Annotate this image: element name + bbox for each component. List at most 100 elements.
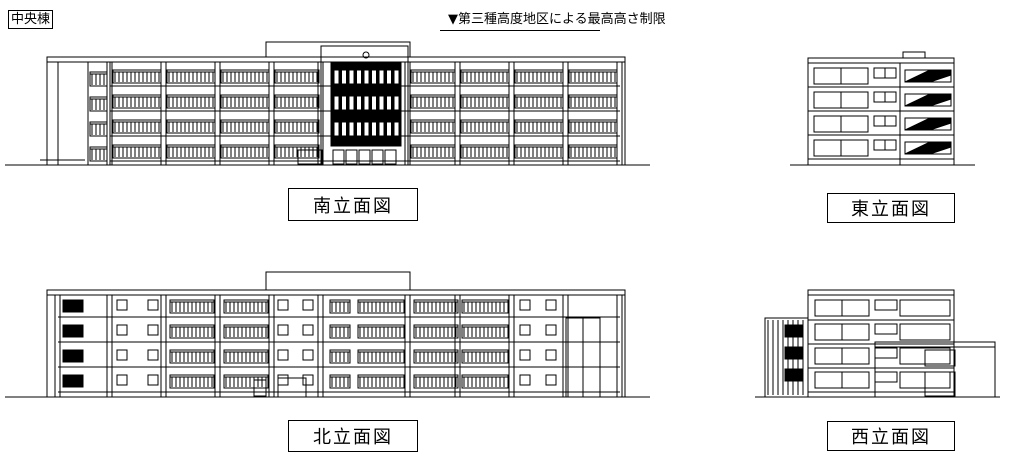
south-column	[562, 61, 569, 166]
south-window-band	[410, 94, 456, 109]
north-window-band	[413, 299, 459, 314]
north-window-band	[357, 324, 405, 339]
south-column	[508, 61, 515, 166]
south-window-band	[410, 144, 456, 159]
north-window-band	[329, 324, 351, 339]
rooftop-penthouse	[265, 41, 411, 58]
south-window-band	[460, 94, 510, 109]
entrance-door	[345, 149, 358, 165]
south-window-band	[460, 119, 510, 134]
south-window-band	[274, 119, 320, 134]
annex-window	[924, 349, 956, 367]
west-small-window	[874, 299, 898, 311]
north-window-band	[461, 374, 509, 389]
north-window-band	[169, 349, 215, 364]
tower-glass-pane	[393, 95, 400, 111]
tower-glass-pane	[341, 121, 347, 137]
south-window-band	[274, 69, 320, 84]
north-small-window	[277, 299, 289, 311]
north-small-window	[116, 374, 128, 386]
tower-glass-pane	[386, 69, 392, 85]
north-small-window	[277, 374, 289, 386]
east-elevation-drawing	[790, 51, 975, 166]
tower-glass-pane	[348, 69, 355, 85]
south-window-band	[220, 94, 270, 109]
north-column	[616, 294, 623, 398]
north-small-window	[302, 374, 314, 386]
north-window	[62, 374, 84, 388]
south-column	[106, 61, 113, 166]
north-small-window	[519, 349, 531, 361]
south-column	[616, 61, 623, 166]
south-window-band	[514, 69, 564, 84]
tower-glass-pane	[333, 121, 340, 137]
south-elevation-drawing	[5, 41, 650, 166]
entrance-door	[371, 149, 384, 165]
tower-glass-pane	[371, 95, 377, 111]
rooftop-penthouse	[265, 271, 411, 291]
stair-flight	[904, 93, 952, 107]
north-window-band	[169, 374, 215, 389]
tower-glass-pane	[378, 121, 385, 137]
west-stair-tower	[764, 317, 809, 398]
annex-door	[924, 371, 956, 397]
south-window-band	[220, 69, 270, 84]
north-small-window	[545, 324, 557, 336]
stair-flight	[904, 141, 952, 155]
south-window-band	[166, 144, 216, 159]
south-window-band	[514, 144, 564, 159]
tower-glass-pane	[348, 121, 355, 137]
tower-glass-pane	[386, 95, 392, 111]
south-column	[268, 61, 275, 166]
south-column	[160, 61, 167, 166]
north-window-band	[461, 299, 509, 314]
south-window-band	[568, 144, 618, 159]
north-window-band	[329, 349, 351, 364]
north-door	[253, 379, 267, 397]
tower-glass-pane	[333, 95, 340, 111]
north-small-window	[147, 324, 159, 336]
west-small-window	[874, 371, 898, 383]
north-window-band	[413, 324, 459, 339]
south-window-band	[410, 119, 456, 134]
north-column	[160, 294, 167, 398]
south-column	[454, 61, 461, 166]
south-window-band	[568, 119, 618, 134]
south-window-band	[514, 94, 564, 109]
south-window-band	[112, 94, 162, 109]
north-elevation-drawing	[5, 271, 650, 398]
north-column	[106, 294, 113, 398]
tower-glass-pane	[341, 95, 347, 111]
north-small-window	[116, 299, 128, 311]
north-window	[62, 299, 84, 313]
north-window-band	[413, 374, 459, 389]
north-window-band	[461, 324, 509, 339]
west-elevation-title: 西立面図	[827, 421, 955, 451]
south-window-band	[166, 94, 216, 109]
tower-glass-pane	[378, 69, 385, 85]
north-window-band	[223, 374, 269, 389]
north-small-window	[302, 299, 314, 311]
north-window	[62, 349, 84, 363]
north-column	[214, 294, 221, 398]
tower-glass-pane	[386, 121, 392, 137]
north-door	[277, 377, 307, 398]
tower-glass-pane	[348, 95, 355, 111]
north-window-band	[329, 299, 351, 314]
tower-glass-pane	[363, 95, 370, 111]
height-limit-text: ▼第三種高度地区による最高高さ制限	[448, 12, 666, 27]
north-window-band	[169, 299, 215, 314]
tower-glass-pane	[356, 69, 362, 85]
stair-window	[784, 346, 804, 360]
north-column	[508, 294, 515, 398]
height-limit-note: ▼第三種高度地区による最高高さ制限	[440, 12, 666, 31]
south-window-band	[568, 94, 618, 109]
south-elevation-title: 南立面図	[288, 188, 418, 221]
south-column	[214, 61, 221, 166]
stair-window	[784, 368, 804, 382]
tower-glass-pane	[378, 95, 385, 111]
tower-glass-pane	[393, 121, 400, 137]
north-window-band	[357, 349, 405, 364]
east-elevation-title: 東立面図	[827, 193, 955, 223]
